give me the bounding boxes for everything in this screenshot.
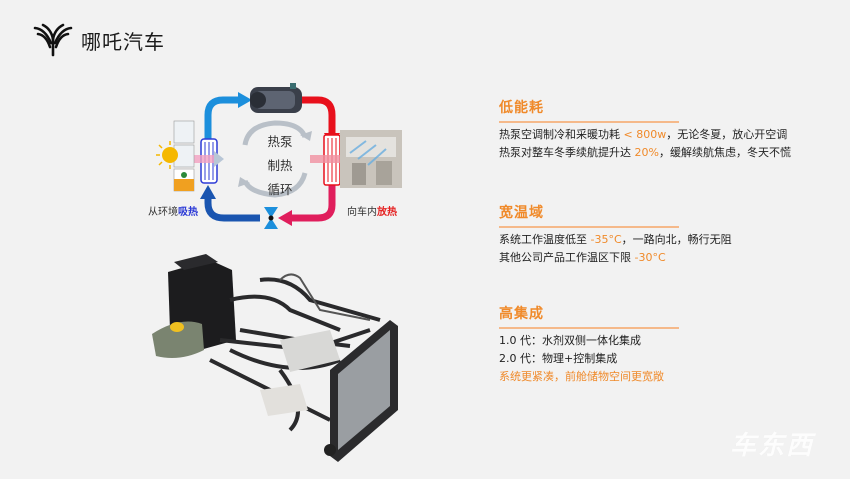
section-divider — [499, 121, 679, 123]
cycle-label-line-3: 循环 — [267, 182, 293, 197]
section-divider — [499, 327, 679, 329]
release-heat-caption: 向车内放热 — [347, 207, 397, 218]
weather-icon — [156, 120, 195, 192]
heat-pump-diagram: 热泵 制热 循环 从环境吸热 向车内放热 — [140, 75, 410, 240]
thermal-management-assembly-image — [140, 250, 420, 470]
cycle-label-line-2: 制热 — [267, 158, 293, 173]
watermark: 车东西 — [730, 431, 815, 461]
section-title: 宽温域 — [499, 205, 544, 221]
section-line: 系统更紧凑，前舱储物空间更宽敞 — [499, 369, 664, 383]
section-line: 2.0 代：物理+控制集成 — [499, 351, 618, 365]
cycle-arrows-icon — [242, 120, 308, 198]
section-divider — [499, 226, 679, 228]
section-line: 系统工作温度低至 -35°C，一路向北，畅行无阻 — [499, 232, 732, 246]
section-high-integration: 高集成 1.0 代：水剂双侧一体化集成 2.0 代：物理+控制集成 系统更紧凑，… — [499, 303, 839, 386]
compressor-icon — [250, 83, 302, 113]
car-interior-image — [340, 130, 402, 188]
expansion-valve-icon — [264, 207, 278, 229]
section-low-energy: 低能耗 热泵空调制冷和采暖功耗 < 800w，无论冬夏，放心开空调 热泵对整车冬… — [499, 97, 839, 162]
flow-arrow-icon — [238, 92, 252, 108]
section-line: 其他公司产品工作温区下限 -30°C — [499, 250, 666, 264]
section-line: 热泵对整车冬季续航提升达 20%，缓解续航焦虑，冬天不慌 — [499, 145, 791, 159]
brand-name: 哪吒汽车 — [81, 29, 165, 54]
cycle-label-line-1: 热泵 — [267, 134, 293, 149]
section-title: 低能耗 — [499, 100, 544, 116]
brand-logo: 哪吒汽车 — [33, 23, 165, 57]
absorb-heat-caption: 从环境吸热 — [148, 207, 198, 218]
section-title: 高集成 — [499, 306, 544, 322]
section-wide-temperature: 宽温域 系统工作温度低至 -35°C，一路向北，畅行无阻 其他公司产品工作温区下… — [499, 202, 839, 267]
section-line: 1.0 代：水剂双侧一体化集成 — [499, 333, 641, 347]
neta-logo-icon — [33, 23, 73, 57]
section-line: 热泵空调制冷和采暖功耗 < 800w，无论冬夏，放心开空调 — [499, 127, 788, 141]
